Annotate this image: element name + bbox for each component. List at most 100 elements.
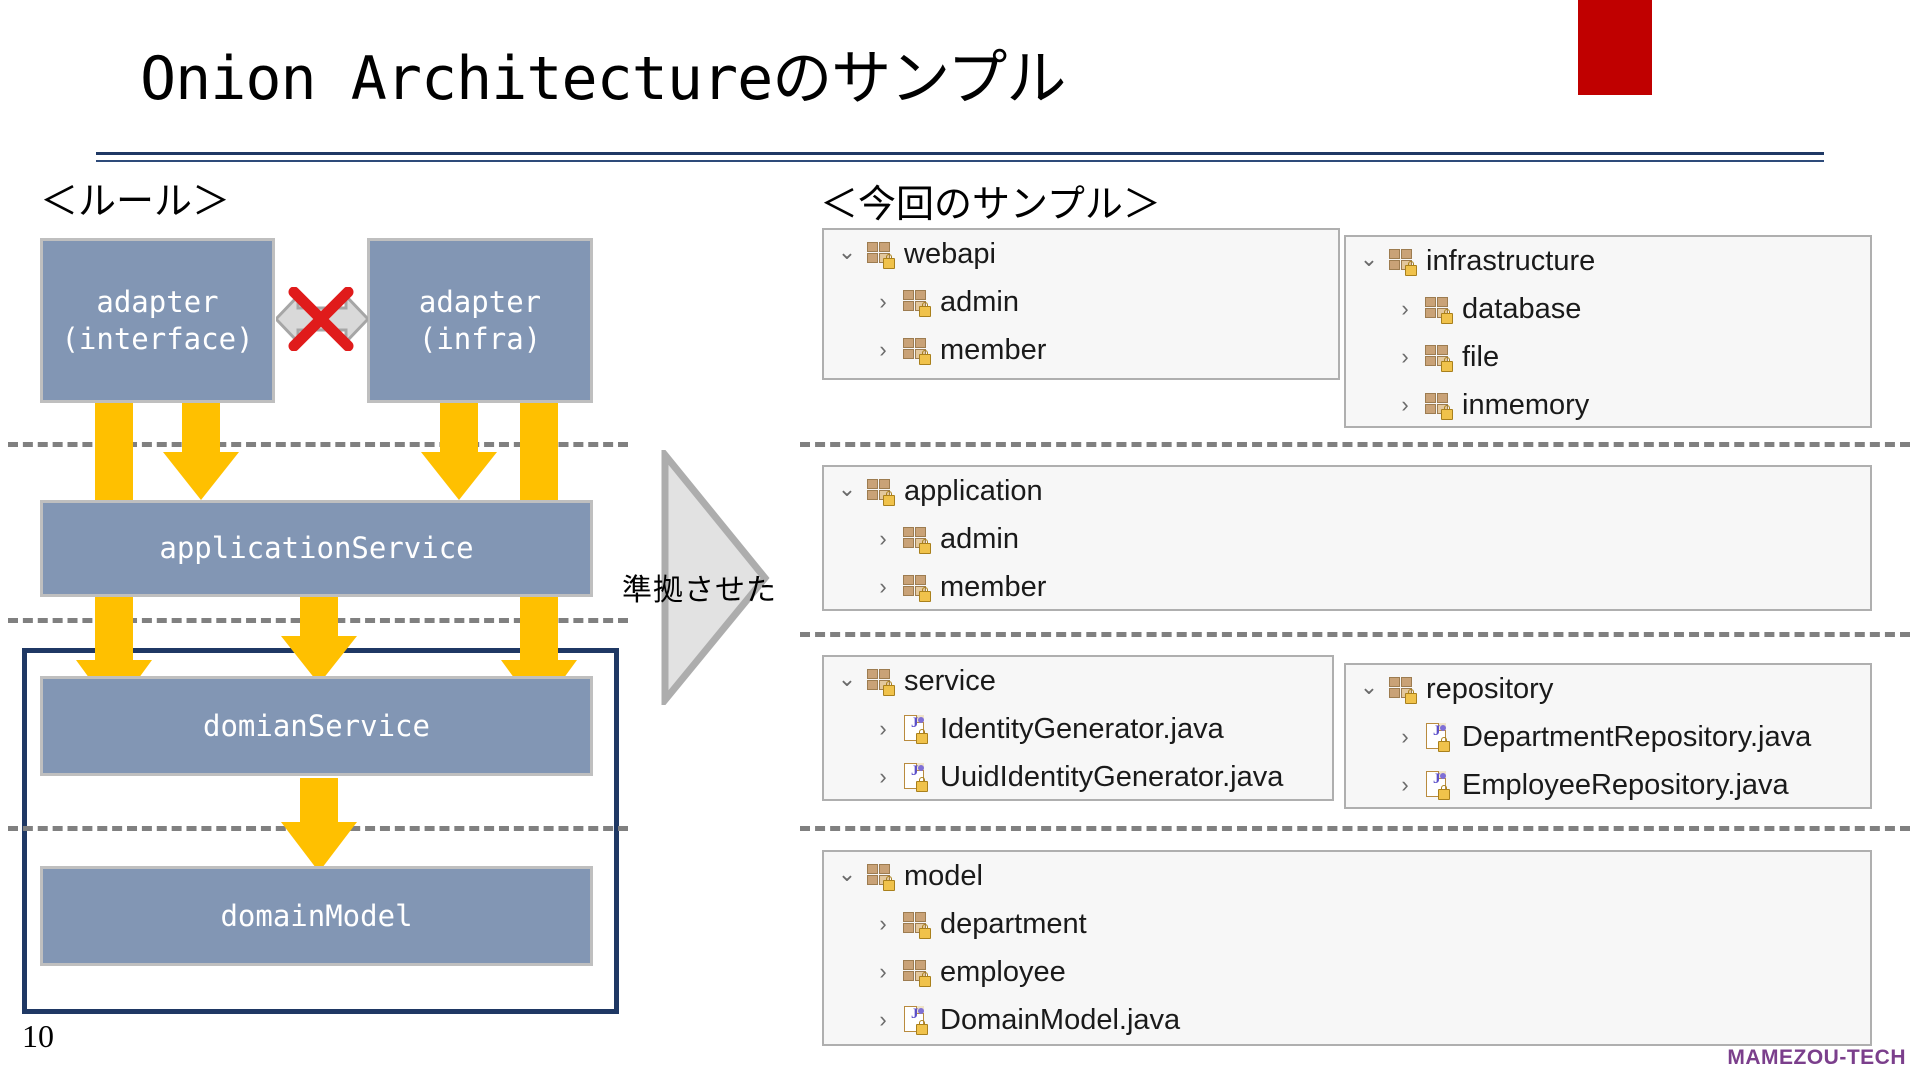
tree-item-label: infrastructure xyxy=(1426,244,1596,277)
java-file-icon: J xyxy=(902,763,930,792)
java-file-icon: J xyxy=(902,1006,930,1035)
chevron-right-icon[interactable]: › xyxy=(879,574,887,599)
chevron-down-icon[interactable]: ⌄ xyxy=(837,666,857,691)
package-icon xyxy=(1388,675,1417,704)
right-divider-1 xyxy=(800,442,1910,447)
layer-divider-2 xyxy=(8,618,628,623)
java-file-icon: J xyxy=(1424,771,1452,800)
java-file-icon: J xyxy=(1424,723,1452,752)
title-rule-top xyxy=(96,152,1824,155)
chevron-right-icon[interactable]: › xyxy=(879,1007,887,1032)
tree-item-label: webapi xyxy=(904,237,996,270)
box-adapter-infra-line2: (infra) xyxy=(418,321,542,356)
tree-item-webapi[interactable]: ⌄ webapi xyxy=(824,230,1338,278)
tree-item-label: DepartmentRepository.java xyxy=(1462,720,1812,753)
tree-item-label: department xyxy=(940,907,1087,940)
chevron-right-icon[interactable]: › xyxy=(879,959,887,984)
chevron-down-icon[interactable]: ⌄ xyxy=(837,239,857,264)
chevron-down-icon[interactable]: ⌄ xyxy=(1359,674,1379,699)
box-adapter-interface: adapter (interface) xyxy=(40,238,275,403)
package-icon xyxy=(902,288,931,317)
tree-item-service[interactable]: ⌄service xyxy=(824,657,1332,705)
tree-item-domainmodel-java[interactable]: › J DomainModel.java xyxy=(824,996,1870,1044)
brand-logo: MAMEZOU-TECH xyxy=(1727,1046,1906,1069)
tree-item-label: inmemory xyxy=(1462,388,1590,421)
tree-item-member[interactable]: › member xyxy=(824,563,1870,611)
java-file-icon: J xyxy=(902,715,930,744)
package-icon xyxy=(1424,343,1453,372)
box-domain-service: domianService xyxy=(40,676,593,776)
tree-panel-webapi[interactable]: ⌄ webapi › admin › member xyxy=(822,228,1340,380)
tree-panel-infrastructure[interactable]: ⌄infrastructure›database›file›inmemory xyxy=(1344,235,1872,428)
package-icon xyxy=(1388,247,1417,276)
chevron-right-icon[interactable]: › xyxy=(879,289,887,314)
tree-item-inmemory[interactable]: › inmemory xyxy=(1346,381,1870,429)
box-adapter-interface-line2: (interface) xyxy=(61,321,254,356)
conformance-label: 準拠させた xyxy=(622,574,777,607)
tree-item-file[interactable]: › file xyxy=(1346,333,1870,381)
tree-item-uuididentitygenerator-java[interactable]: › J UuidIdentityGenerator.java xyxy=(824,753,1332,801)
package-icon xyxy=(1424,391,1453,420)
chevron-right-icon[interactable]: › xyxy=(879,911,887,936)
chevron-right-icon[interactable]: › xyxy=(1401,772,1409,797)
chevron-right-icon[interactable]: › xyxy=(1401,296,1409,321)
tree-item-infrastructure[interactable]: ⌄ infrastructure xyxy=(1346,237,1870,285)
forbidden-x-icon xyxy=(288,286,354,352)
chevron-right-icon[interactable]: › xyxy=(879,716,887,741)
tree-item-label: repository xyxy=(1426,672,1554,705)
tree-item-label: member xyxy=(940,570,1047,603)
box-adapter-infra-line1: adapter xyxy=(418,285,542,320)
tree-item-label: EmployeeRepository.java xyxy=(1462,768,1789,801)
tree-item-employee[interactable]: › employee xyxy=(824,948,1870,996)
tree-item-label: model xyxy=(904,859,983,892)
tree-item-label: admin xyxy=(940,285,1019,318)
chevron-right-icon[interactable]: › xyxy=(879,526,887,551)
chevron-down-icon[interactable]: ⌄ xyxy=(1359,246,1379,271)
chevron-right-icon[interactable]: › xyxy=(1401,392,1409,417)
package-icon xyxy=(902,958,931,987)
package-icon xyxy=(866,862,895,891)
package-icon xyxy=(902,336,931,365)
tree-item-label: file xyxy=(1462,340,1500,373)
accent-block xyxy=(1578,0,1652,95)
tree-item-label: member xyxy=(940,333,1047,366)
tree-item-model[interactable]: ⌄ model xyxy=(824,852,1870,900)
arrow-interface-to-appservice xyxy=(163,400,239,500)
tree-item-departmentrepository-java[interactable]: › J DepartmentRepository.java xyxy=(1346,713,1870,761)
tree-item-admin[interactable]: ›admin xyxy=(824,515,1870,563)
package-icon xyxy=(866,477,895,506)
tree-item-label: UuidIdentityGenerator.java xyxy=(940,760,1284,793)
tree-item-member[interactable]: › member xyxy=(824,326,1338,374)
layer-divider-1 xyxy=(8,442,628,447)
tree-item-repository[interactable]: ⌄ repository xyxy=(1346,665,1870,713)
title-rule-bottom xyxy=(96,160,1824,162)
chevron-right-icon[interactable]: › xyxy=(879,764,887,789)
right-divider-2 xyxy=(800,632,1910,637)
package-icon xyxy=(866,240,895,269)
page-title: Onion Architectureのサンプル xyxy=(140,44,1066,114)
chevron-right-icon[interactable]: › xyxy=(1401,344,1409,369)
package-icon xyxy=(866,667,895,696)
tree-panel-model[interactable]: ⌄ model › department › employee › J DomainModel.… xyxy=(822,850,1872,1046)
tree-item-label: employee xyxy=(940,955,1066,988)
tree-panel-repository[interactable]: ⌄ repository › J DepartmentRepository.java › J… xyxy=(1344,663,1872,809)
chevron-right-icon[interactable]: › xyxy=(1401,724,1409,749)
chevron-down-icon[interactable]: ⌄ xyxy=(837,476,857,501)
package-icon xyxy=(902,910,931,939)
chevron-down-icon[interactable]: ⌄ xyxy=(837,861,857,886)
tree-item-application[interactable]: ⌄application xyxy=(824,467,1870,515)
chevron-right-icon[interactable]: › xyxy=(879,337,887,362)
tree-item-label: DomainModel.java xyxy=(940,1003,1181,1036)
right-divider-3 xyxy=(800,826,1910,831)
tree-panel-application[interactable]: ⌄application›admin›member xyxy=(822,465,1872,611)
tree-item-department[interactable]: › department xyxy=(824,900,1870,948)
layer-divider-3 xyxy=(8,826,628,831)
left-section-caption: ＜ルール＞ xyxy=(40,181,231,223)
package-icon xyxy=(902,525,931,554)
tree-item-employeerepository-java[interactable]: › J EmployeeRepository.java xyxy=(1346,761,1870,809)
tree-item-admin[interactable]: › admin xyxy=(824,278,1338,326)
tree-item-database[interactable]: ›database xyxy=(1346,285,1870,333)
